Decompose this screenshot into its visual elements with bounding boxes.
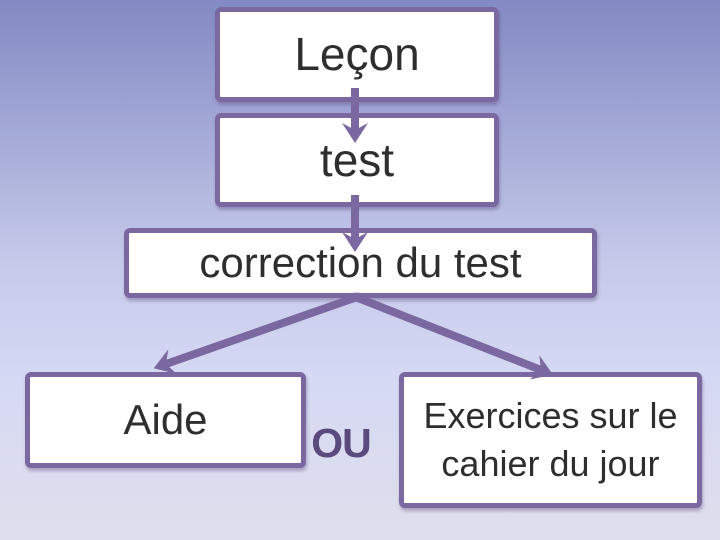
node-test: test	[215, 113, 499, 207]
node-test-label: test	[319, 133, 395, 186]
arrow-correction-to-aide	[153, 292, 362, 374]
node-correction-label: correction du test	[199, 238, 522, 286]
arrow-correction-to-exercices	[351, 292, 554, 380]
node-aide-label: Aide	[123, 395, 208, 443]
node-aide: Aide	[25, 372, 306, 468]
node-exercices-label: Exercices sur le cahier du jour	[423, 395, 678, 484]
node-correction: correction du test	[124, 228, 597, 298]
node-lecon-label: Leçon	[294, 28, 420, 81]
or-connector-label: OU	[311, 420, 372, 466]
node-exercices: Exercices sur le cahier du jour	[399, 372, 702, 508]
node-lecon: Leçon	[215, 7, 499, 102]
